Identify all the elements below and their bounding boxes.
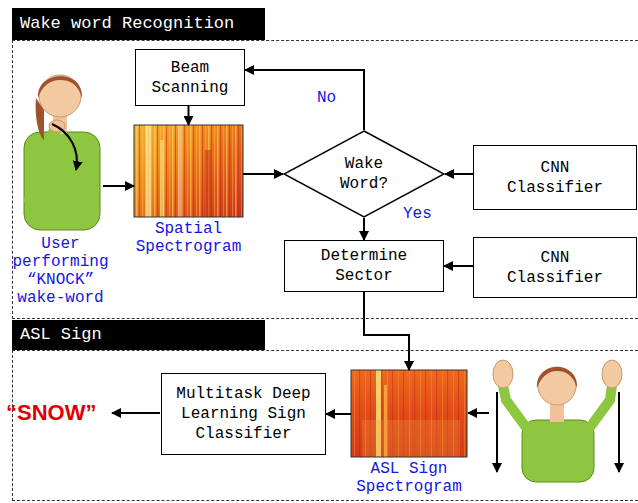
box-label: Determine Sector bbox=[299, 246, 429, 286]
user-figure-knock bbox=[24, 75, 100, 230]
flow-arrow bbox=[364, 292, 409, 370]
user-node: User performing “KNOCK” wake-word bbox=[18, 60, 103, 232]
section-band: ASL SignASL Sign Spectrogram Multitask De… bbox=[12, 320, 638, 501]
image-caption: User performing “KNOCK” wake-word bbox=[9, 235, 113, 307]
section-heading: ASL Sign bbox=[12, 320, 265, 350]
decision-label: Wake Word? bbox=[332, 154, 396, 194]
spatial-spectrogram-image bbox=[134, 125, 243, 217]
section-band: Wake word RecognitionBeam ScanningSpatia… bbox=[12, 8, 638, 319]
process-box: Beam Scanning bbox=[135, 49, 245, 106]
flow-arrow bbox=[445, 173, 473, 175]
edge-label: Yes bbox=[402, 204, 433, 224]
spectrogram-node: Spatial Spectrogram bbox=[134, 125, 243, 217]
flow-arrow bbox=[444, 265, 473, 267]
box-label: CNN Classifier bbox=[488, 248, 622, 288]
flow-arrow bbox=[326, 413, 351, 415]
output-arrow bbox=[112, 412, 160, 414]
flow-arrow bbox=[243, 173, 283, 175]
asl-spectrogram-image bbox=[351, 370, 467, 457]
flow-arrow bbox=[363, 218, 365, 240]
flow-arrow bbox=[103, 185, 134, 187]
output-label: “SNOW” bbox=[6, 400, 96, 426]
section-heading: Wake word Recognition bbox=[12, 8, 265, 40]
box-label: CNN Classifier bbox=[488, 158, 622, 198]
classifier-box: CNN Classifier bbox=[473, 237, 637, 298]
classifier-box: Multitask Deep Learning Sign Classifier bbox=[161, 373, 326, 455]
classifier-box: CNN Classifier bbox=[473, 145, 637, 210]
flow-arrow bbox=[245, 70, 364, 130]
spectrogram-node: ASL Sign Spectrogram bbox=[351, 370, 467, 457]
box-label: Beam Scanning bbox=[150, 58, 230, 98]
flow-arrow bbox=[188, 106, 190, 125]
process-box: Determine Sector bbox=[284, 240, 444, 292]
box-label: Multitask Deep Learning Sign Classifier bbox=[176, 384, 311, 444]
input-arrow bbox=[468, 412, 489, 414]
image-caption: ASL Sign Spectrogram bbox=[347, 460, 471, 496]
user-figure-snow bbox=[493, 360, 622, 482]
image-caption: Spatial Spectrogram bbox=[131, 220, 247, 256]
edge-label: No bbox=[316, 88, 337, 108]
